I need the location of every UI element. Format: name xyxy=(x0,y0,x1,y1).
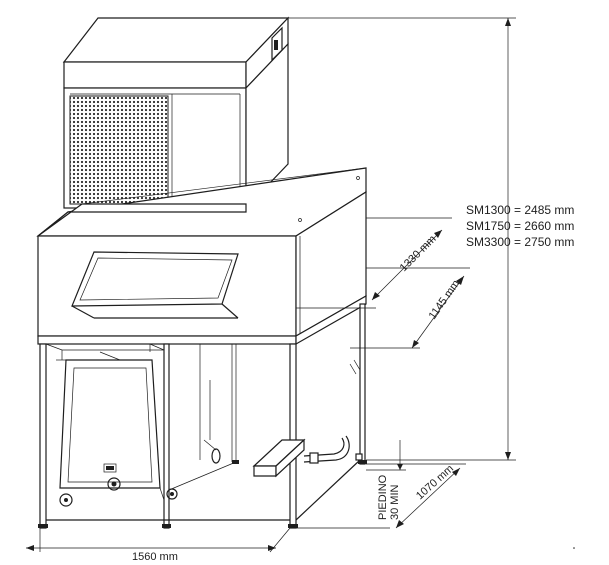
foot-note-line1: PIEDINO xyxy=(377,474,389,520)
ice-cart xyxy=(56,359,221,507)
bin-stand xyxy=(37,294,367,529)
height-sm3300: SM3300 = 2750 mm xyxy=(466,235,574,249)
drain-tray xyxy=(252,435,363,478)
height-sm1300: SM1300 = 2485 mm xyxy=(466,203,574,217)
dimension-lines xyxy=(26,17,575,553)
foot-note: PIEDINO 30 MIN xyxy=(377,474,401,520)
height-legend: SM1300 = 2485 mm SM1750 = 2660 mm SM3300… xyxy=(466,203,574,249)
storage-bin xyxy=(36,167,367,338)
height-sm1750: SM1750 = 2660 mm xyxy=(466,219,574,233)
bin-door xyxy=(71,251,239,319)
foot-note-line2: 30 MIN xyxy=(389,484,401,520)
dimension-middle-diagonal: 1145 mm xyxy=(427,278,463,322)
condenser-grille xyxy=(69,95,169,205)
ice-maker-head-unit xyxy=(62,16,290,210)
dimension-width: 1560 mm xyxy=(132,551,178,563)
dimension-depth: 1070 mm xyxy=(414,463,456,503)
